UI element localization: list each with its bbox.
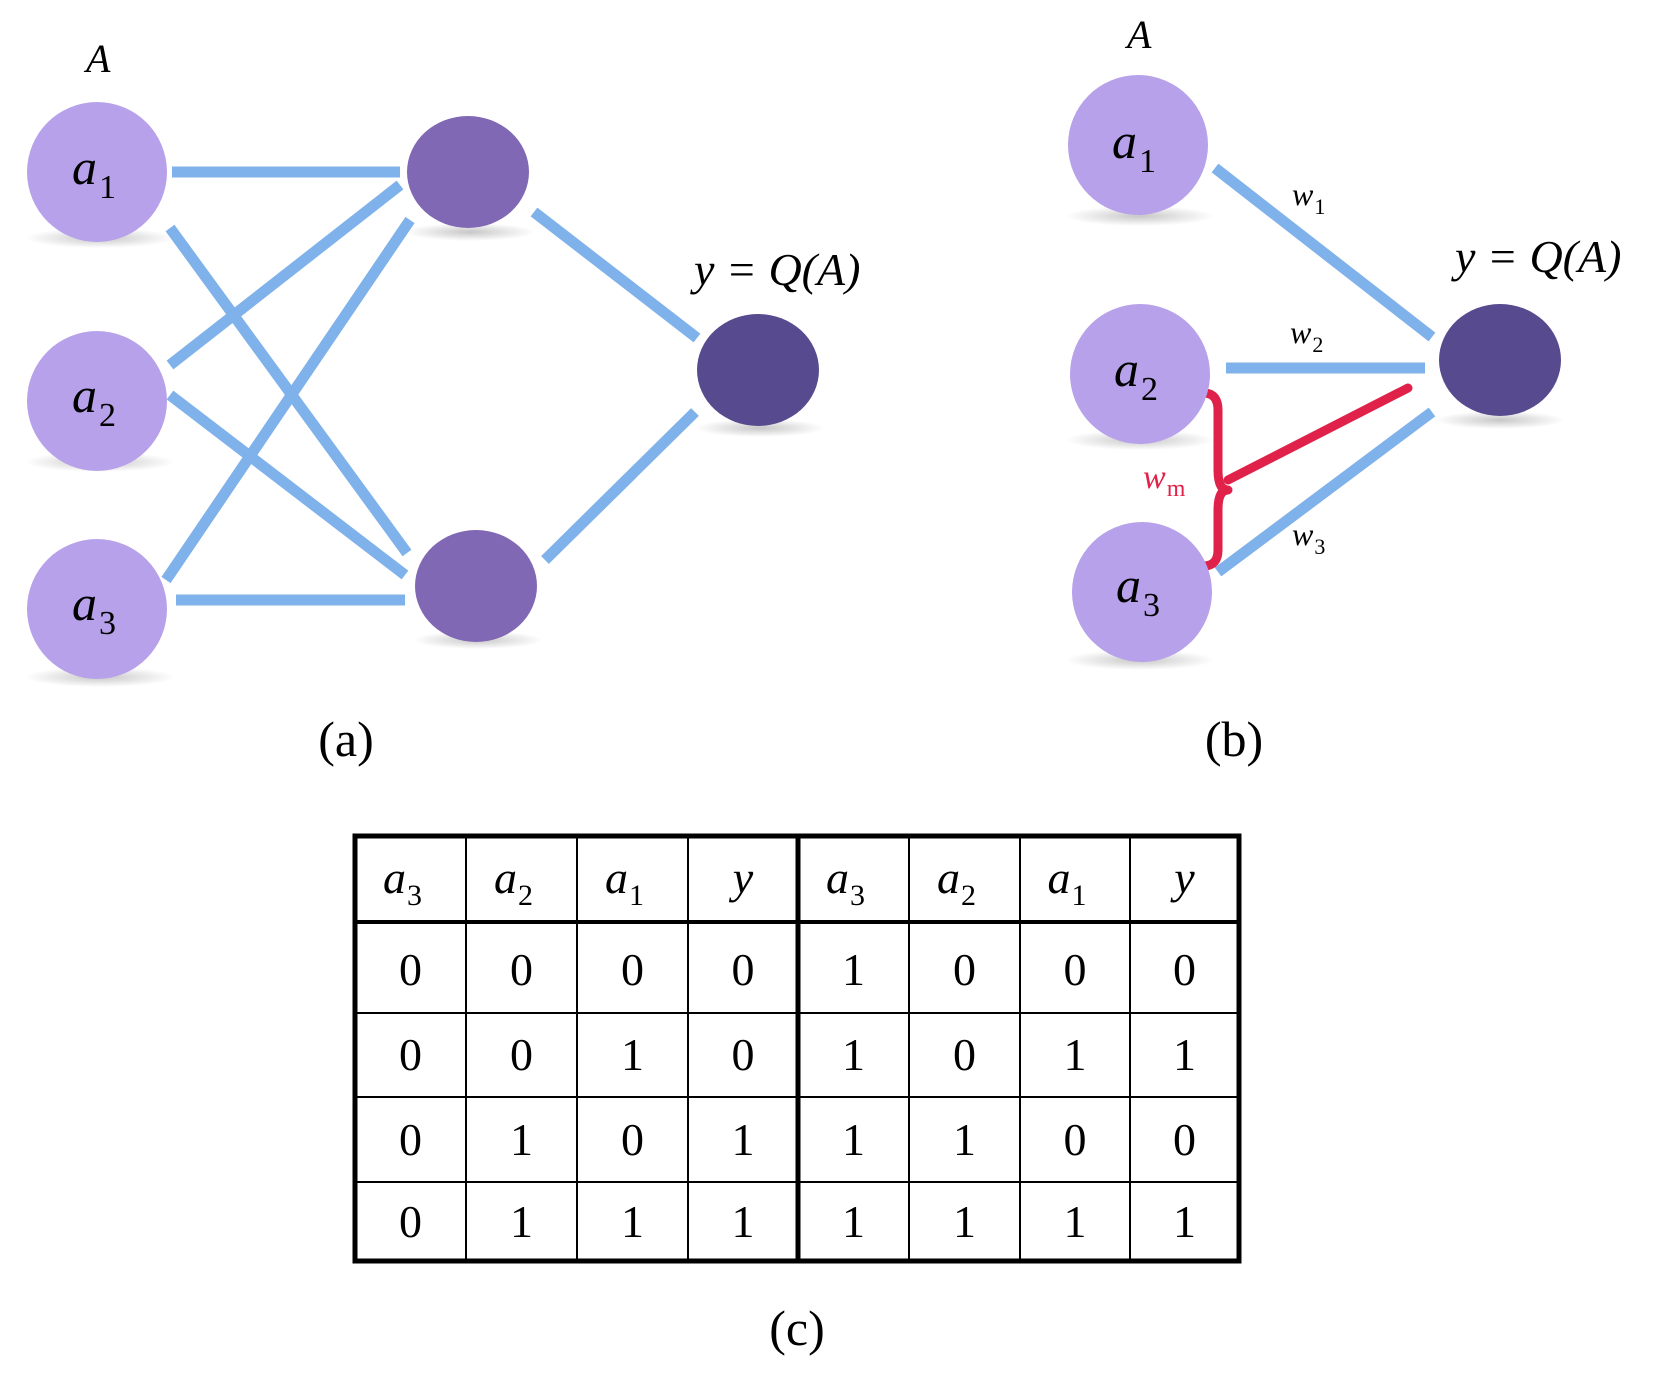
table-cell: 0: [399, 1114, 422, 1165]
input-node-b-a2: [1070, 304, 1210, 444]
panel-b-edges: [1211, 163, 1436, 577]
table-cell: 0: [953, 1029, 976, 1080]
input-node-b-a3: [1072, 522, 1212, 662]
table-cell: 1: [732, 1196, 755, 1247]
caption-c: (c): [769, 1300, 825, 1356]
hidden-node-1: [407, 116, 529, 228]
table-cell: 0: [732, 944, 755, 995]
table-cell: 1: [1173, 1029, 1196, 1080]
table-header-cell: a1: [605, 852, 644, 912]
table-cell: 0: [953, 944, 976, 995]
input-node-a2: [27, 331, 167, 471]
weight-label-w3: w3: [1292, 516, 1325, 559]
table-header-cell: y: [1170, 852, 1195, 903]
input-label-a1: a1: [72, 139, 116, 206]
table-cell: 0: [621, 944, 644, 995]
input-label-b-a1: a1: [1112, 113, 1156, 180]
table-cell: 0: [510, 944, 533, 995]
output-node: [697, 314, 819, 426]
table-cell: 1: [842, 1029, 865, 1080]
table-cell: 1: [953, 1114, 976, 1165]
table-cell: 1: [842, 1196, 865, 1247]
table-cell: 1: [1064, 1029, 1087, 1080]
table-header-cell: a1: [1048, 852, 1087, 912]
edge-w1: [1211, 163, 1436, 342]
truth-table-body: 0 0 0 0 1 0 0 0 0 0 1 0 1 0 1 1 0 1 0 1 1 1 0 0 0 1 1 1 1 1 1 1: [399, 944, 1196, 1247]
truth-table-grid: [352, 833, 1242, 1264]
table-header-cell: a2: [494, 852, 533, 912]
table-cell: 0: [621, 1114, 644, 1165]
output-label-a: y = Q(A): [690, 244, 860, 295]
table-cell: 1: [842, 944, 865, 995]
set-label-a: A: [83, 36, 111, 81]
input-node-b-a1: [1068, 75, 1208, 215]
merged-weight-connector: [1200, 383, 1413, 571]
caption-a: (a): [318, 711, 374, 767]
table-cell: 0: [399, 1196, 422, 1247]
table-cell: 1: [621, 1029, 644, 1080]
input-label-a3: a3: [72, 575, 116, 642]
truth-table-headers: a3 a2 a1 y a3 a2 a1 y: [383, 852, 1195, 912]
set-label-b: A: [1124, 12, 1152, 57]
weight-label-wm: wm: [1143, 459, 1186, 502]
output-label-b: y = Q(A): [1451, 231, 1621, 282]
table-cell: 0: [399, 944, 422, 995]
input-node-a1: [27, 102, 167, 242]
table-cell: 1: [1064, 1196, 1087, 1247]
edge-h1-out: [530, 207, 701, 343]
table-cell: 1: [510, 1196, 533, 1247]
panel-a: A a1 a2 a3 y = Q(A) (a): [25, 36, 860, 767]
weight-label-w1: w1: [1292, 176, 1325, 219]
edge-h2-out: [541, 408, 699, 564]
edge-w3: [1214, 407, 1436, 577]
edge-a2-h1: [166, 180, 404, 370]
output-node-b: [1439, 304, 1561, 416]
panel-b: A a1 a2 a3 w1 w2 w3 wm y = Q(A) (b): [1065, 12, 1621, 767]
input-label-b-a2: a2: [1114, 341, 1158, 408]
hidden-node-2: [415, 530, 537, 642]
table-cell: 1: [1173, 1196, 1196, 1247]
input-label-b-a3: a3: [1116, 557, 1160, 624]
table-header-cell: a2: [937, 852, 976, 912]
table-cell: 0: [1173, 1114, 1196, 1165]
input-label-a2: a2: [72, 367, 116, 434]
table-cell: 0: [1173, 944, 1196, 995]
table-cell: 1: [842, 1114, 865, 1165]
table-cell: 1: [732, 1114, 755, 1165]
table-cell: 0: [510, 1029, 533, 1080]
weight-label-w2: w2: [1290, 314, 1323, 357]
table-cell: 1: [953, 1196, 976, 1247]
table-cell: 0: [1064, 944, 1087, 995]
table-header-cell: a3: [826, 852, 865, 912]
panel-a-edges: [161, 166, 701, 606]
table-cell: 1: [621, 1196, 644, 1247]
edge-a3-h1: [161, 216, 415, 584]
caption-b: (b): [1205, 711, 1263, 767]
table-cell: 1: [510, 1114, 533, 1165]
table-header-cell: y: [729, 852, 754, 903]
edge-a2-h2: [166, 390, 409, 580]
table-cell: 0: [732, 1029, 755, 1080]
input-node-a3: [27, 539, 167, 679]
table-cell: 0: [399, 1029, 422, 1080]
table-cell: 0: [1064, 1114, 1087, 1165]
table-header-cell: a3: [383, 852, 422, 912]
